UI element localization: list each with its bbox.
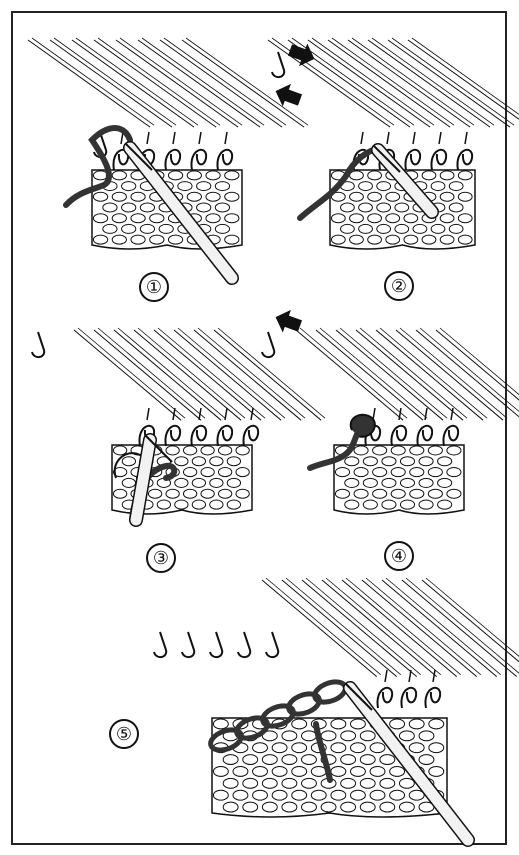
step-label-1: ① <box>139 272 169 302</box>
knit-fabric <box>334 445 464 514</box>
step-label-3: ③ <box>146 543 176 573</box>
panel-step-3 <box>32 328 325 520</box>
needle-hook-icon <box>182 632 194 657</box>
arrow-up-icon <box>271 80 304 111</box>
panel-step-2 <box>268 38 519 249</box>
machine-needles <box>28 38 308 127</box>
stitch-loops <box>377 670 440 708</box>
needle-hook-icon <box>210 632 222 657</box>
needle-hook-icon <box>32 332 44 357</box>
knit-fabric <box>92 170 242 249</box>
machine-needles <box>262 578 519 677</box>
needle-hook-icon <box>238 632 250 657</box>
bind-off-chain-loop <box>312 678 348 706</box>
machine-needles <box>296 328 519 420</box>
needle-hook-icon <box>266 632 278 657</box>
needle-hook-icon <box>272 52 284 77</box>
needle-hook-icon <box>262 332 274 357</box>
needle-hook-icon <box>154 632 166 657</box>
step-label-4: ④ <box>384 541 414 571</box>
stitch-loops <box>365 408 458 446</box>
step-label-5: ⑤ <box>109 719 139 749</box>
panel-step-4 <box>262 306 519 514</box>
panel-step-1 <box>28 38 308 278</box>
machine-needles <box>74 328 325 420</box>
panel-step-5 <box>154 578 519 840</box>
step-label-2: ② <box>384 271 414 301</box>
